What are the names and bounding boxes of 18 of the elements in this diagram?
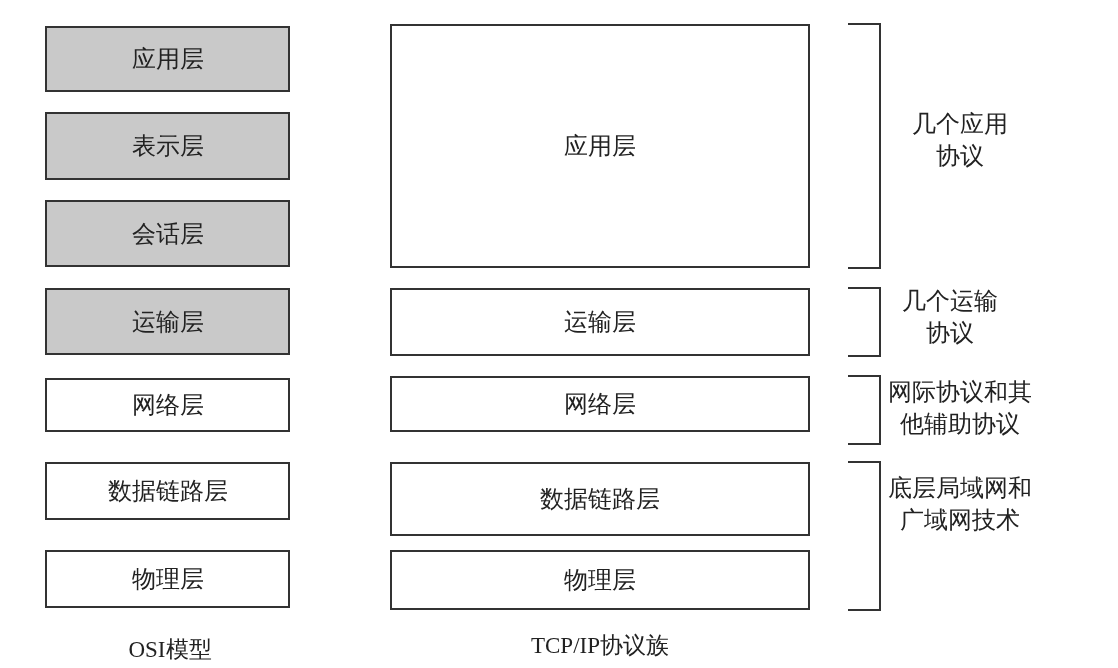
layer-box: 物理层 bbox=[390, 550, 810, 610]
layer-box: 物理层 bbox=[45, 550, 290, 608]
layer-box: 运输层 bbox=[45, 288, 290, 355]
bracket-label: 几个应用协议 bbox=[911, 109, 1009, 173]
layer-box: 网络层 bbox=[45, 378, 290, 432]
bracket-label: 几个运输协议 bbox=[901, 286, 999, 350]
layer-box: 应用层 bbox=[45, 26, 290, 92]
layer-box: 数据链路层 bbox=[390, 462, 810, 536]
column-caption: OSI模型 bbox=[127, 636, 213, 664]
bracket-label: 网际协议和其他辅助协议 bbox=[887, 377, 1033, 441]
column-caption: TCP/IP协议族 bbox=[530, 632, 670, 660]
layer-box: 会话层 bbox=[45, 200, 290, 267]
layer-box: 表示层 bbox=[45, 112, 290, 180]
layer-box: 运输层 bbox=[390, 288, 810, 356]
layer-box: 数据链路层 bbox=[45, 462, 290, 520]
layer-box: 应用层 bbox=[390, 24, 810, 268]
layer-box: 网络层 bbox=[390, 376, 810, 432]
bracket-label: 底层局域网和广域网技术 bbox=[887, 473, 1033, 537]
